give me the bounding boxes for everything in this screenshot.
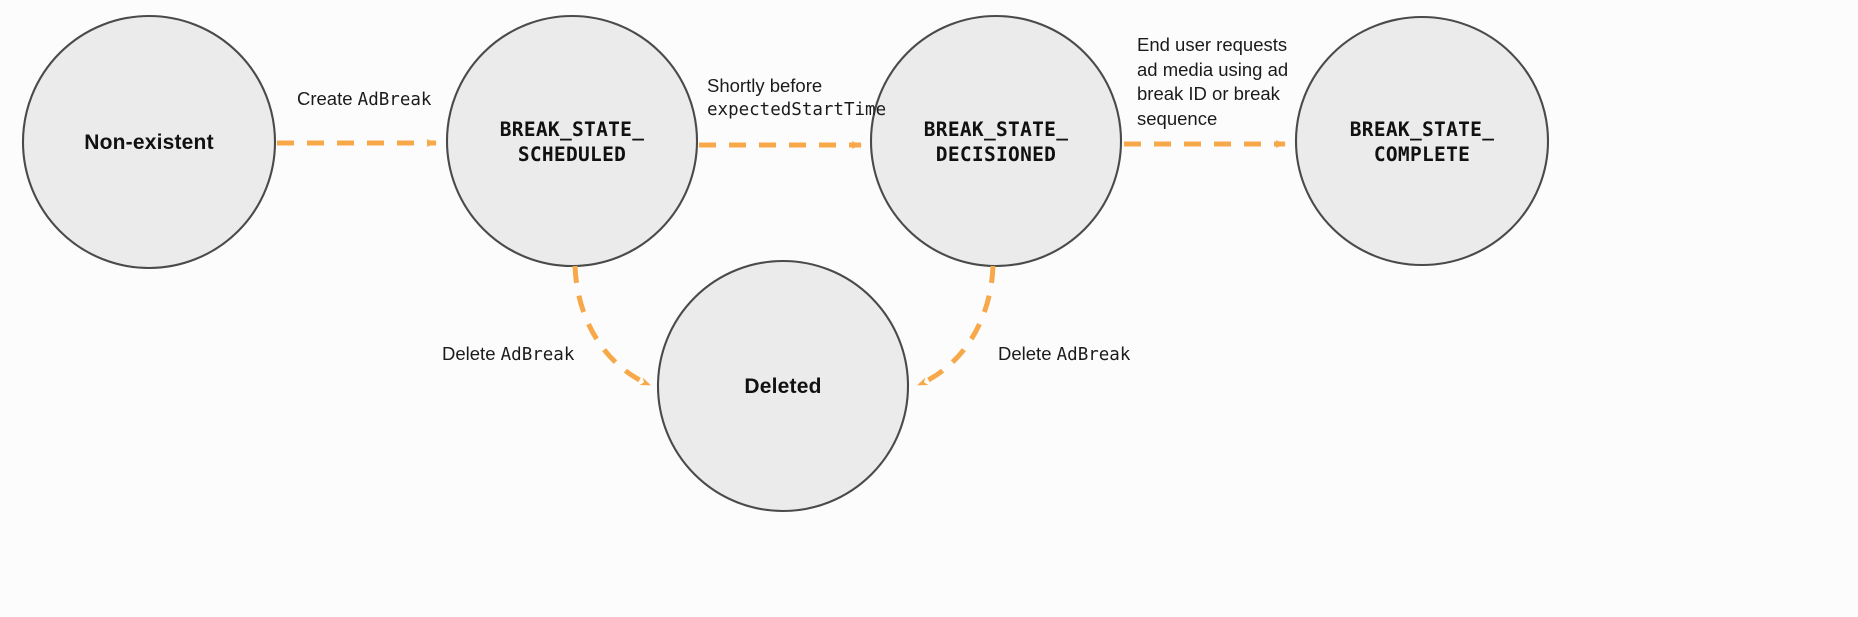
node-deleted[interactable] — [656, 259, 910, 513]
node-break-state-decisioned[interactable] — [869, 14, 1123, 268]
node-break-state-scheduled[interactable] — [445, 14, 699, 268]
node-break-state-complete[interactable] — [1294, 15, 1550, 267]
node-non-existent[interactable] — [21, 14, 277, 270]
edge-delete-adbreak-decisioned — [917, 265, 996, 388]
edge-delete-adbreak-scheduled — [572, 265, 651, 388]
